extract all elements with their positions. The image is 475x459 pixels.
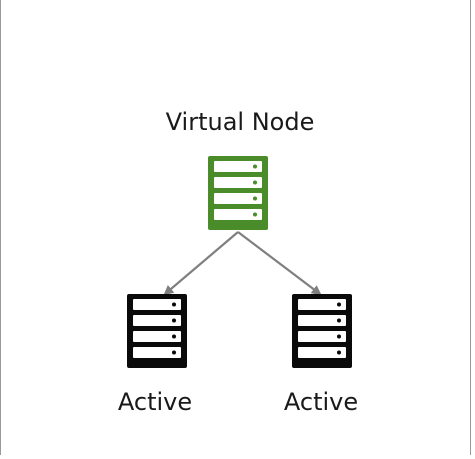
virtual-node-label: Virtual Node bbox=[165, 108, 315, 136]
active-server-right-icon bbox=[292, 294, 352, 368]
arrow-to-left-active bbox=[163, 231, 239, 296]
active-server-left-icon bbox=[127, 294, 187, 368]
arrow-to-right-active bbox=[237, 231, 322, 296]
virtual-node-server-icon bbox=[208, 156, 268, 230]
active-left-label: Active bbox=[117, 388, 193, 416]
active-right-label: Active bbox=[283, 388, 359, 416]
